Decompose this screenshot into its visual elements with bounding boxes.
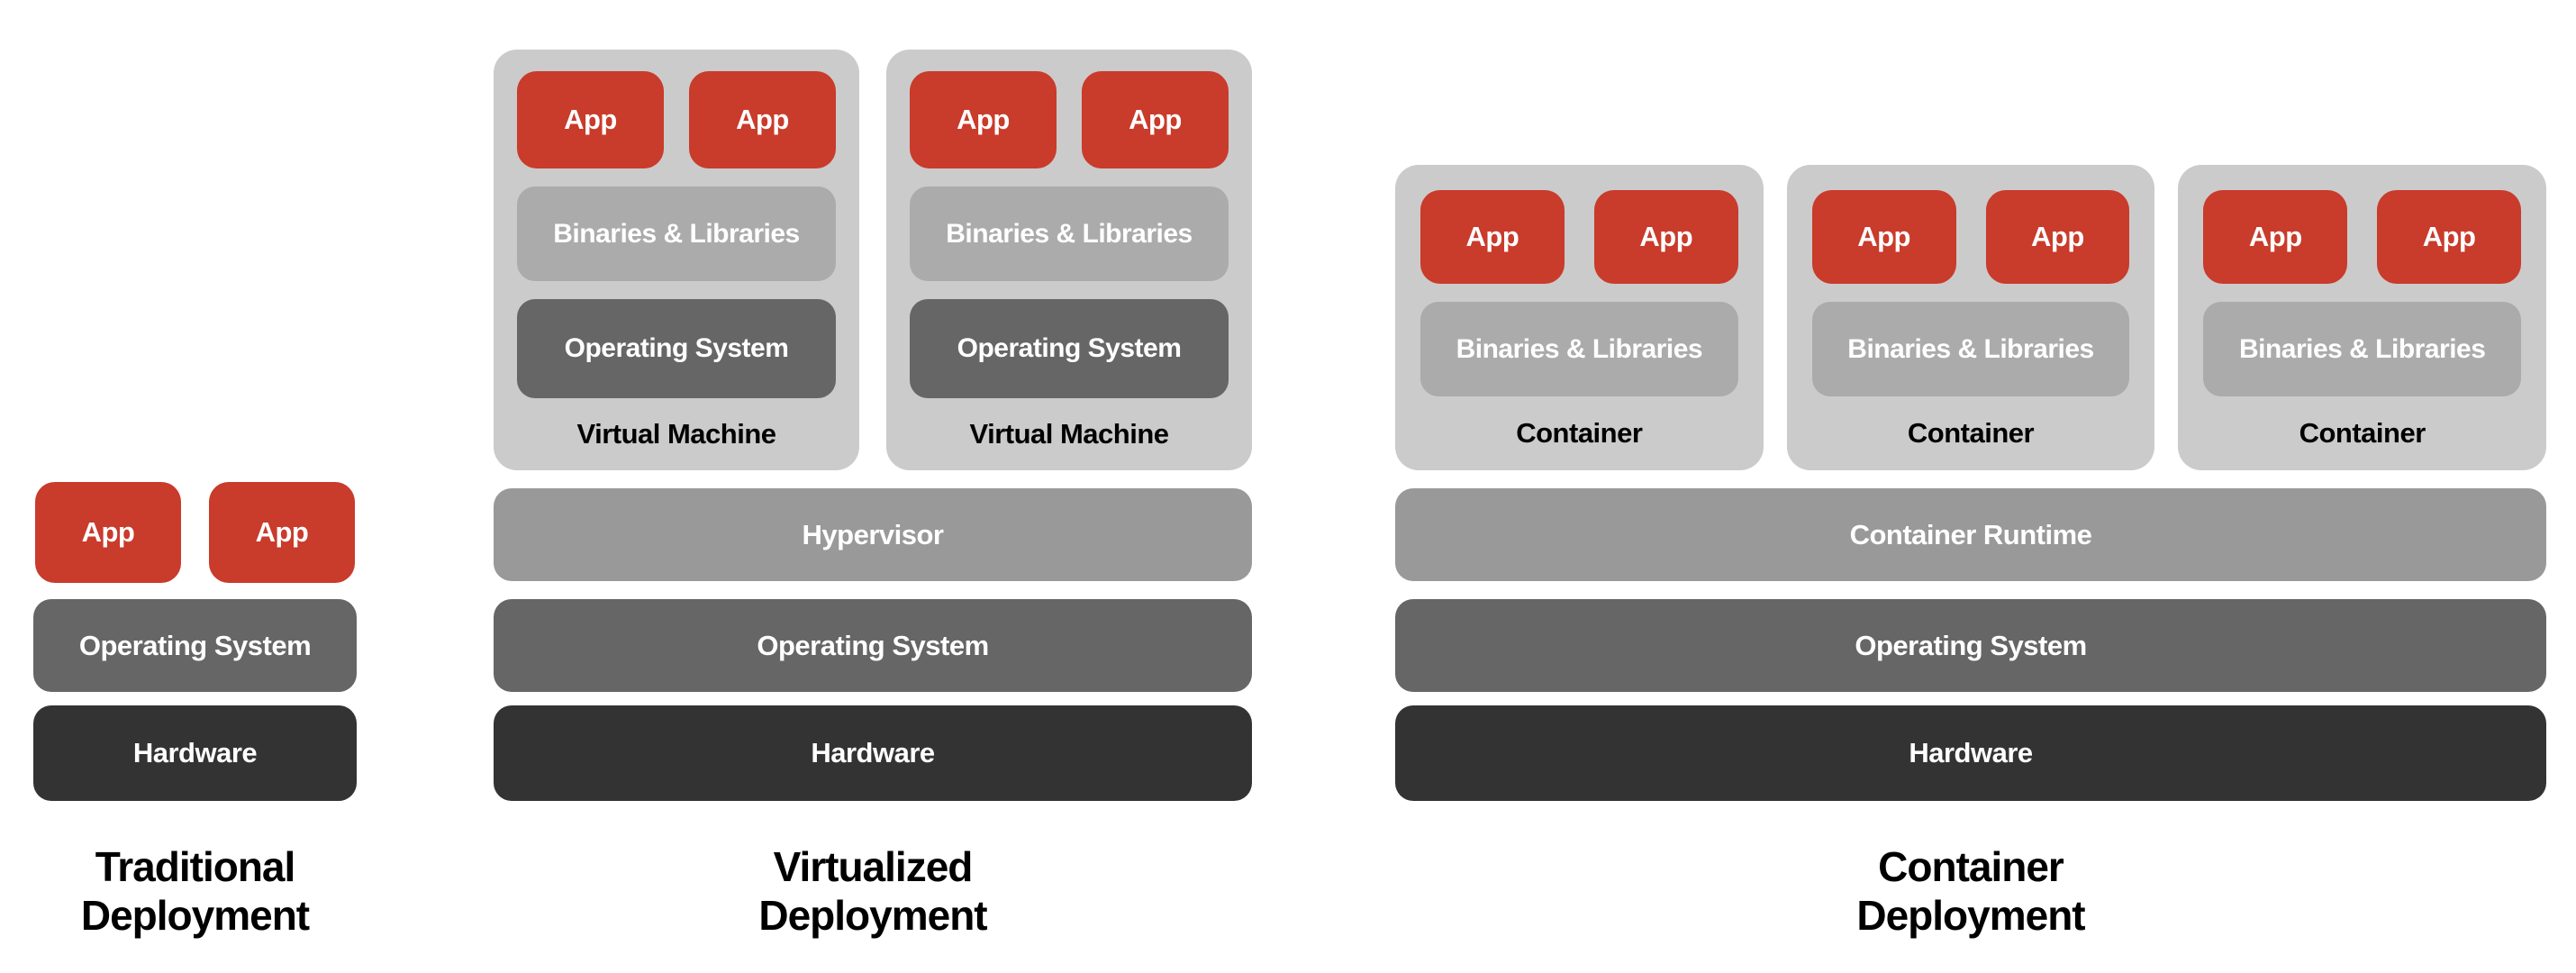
app-label: App xyxy=(564,104,617,135)
virtual-machine-card: App App Binaries & Libraries Operating S… xyxy=(494,50,859,470)
app-label: App xyxy=(2248,221,2302,252)
container-row: App App Binaries & Libraries Container A… xyxy=(1395,165,2547,470)
container-runtime-bar: Container Runtime xyxy=(1395,488,2546,581)
app-box: App xyxy=(1593,190,1738,284)
hardware-label: Hardware xyxy=(1909,737,2033,768)
column-title-traditional: Traditional Deployment xyxy=(80,843,310,939)
app-box: App xyxy=(209,482,355,583)
app-label: App xyxy=(957,104,1010,135)
container-label: Container xyxy=(1516,417,1643,449)
app-label: App xyxy=(1129,104,1182,135)
apps-row: App App xyxy=(517,71,836,168)
operating-system-label: Operating System xyxy=(757,629,989,661)
app-label: App xyxy=(1857,221,1910,252)
app-label: App xyxy=(736,104,789,135)
app-box: App xyxy=(1985,190,2130,284)
hardware-label: Hardware xyxy=(132,737,258,768)
operating-system-label: Operating System xyxy=(78,629,312,661)
container-card: App App Binaries & Libraries Container xyxy=(1395,165,1764,470)
operating-system-box: Operating System xyxy=(517,299,836,398)
operating-system-bar: Operating System xyxy=(1395,599,2546,692)
hardware-bar: Hardware xyxy=(33,705,357,801)
app-label: App xyxy=(81,516,135,548)
apps-row: App App xyxy=(910,71,1229,168)
apps-row: App App xyxy=(1420,190,1738,284)
app-label: App xyxy=(2031,221,2084,252)
container-label: Container xyxy=(2299,417,2426,449)
binaries-libraries-label: Binaries & Libraries xyxy=(553,218,800,249)
app-box: App xyxy=(689,71,836,168)
virtual-machine-label: Virtual Machine xyxy=(576,418,776,450)
hardware-bar: Hardware xyxy=(494,705,1252,801)
operating-system-label: Operating System xyxy=(564,333,789,363)
apps-row: App App xyxy=(1811,190,2130,284)
app-label: App xyxy=(2422,221,2476,252)
operating-system-bar: Operating System xyxy=(33,599,357,692)
hypervisor-bar: Hypervisor xyxy=(494,488,1252,581)
container-deployment-column: App App Binaries & Libraries Container A… xyxy=(1395,165,2547,940)
hardware-label: Hardware xyxy=(811,737,935,768)
app-box: App xyxy=(2203,190,2348,284)
apps-row: App App xyxy=(2203,190,2522,284)
operating-system-box: Operating System xyxy=(910,299,1229,398)
operating-system-bar: Operating System xyxy=(494,599,1252,692)
virtualized-deployment-column: App App Binaries & Libraries Operating S… xyxy=(494,50,1252,940)
app-box: App xyxy=(1811,190,1956,284)
app-label: App xyxy=(255,516,309,548)
app-label: App xyxy=(1639,221,1693,252)
app-box: App xyxy=(517,71,664,168)
binaries-libraries-label: Binaries & Libraries xyxy=(1456,333,1703,364)
container-card: App App Binaries & Libraries Container xyxy=(1786,165,2155,470)
binaries-libraries-label: Binaries & Libraries xyxy=(1847,333,2094,364)
app-box: App xyxy=(35,482,181,583)
traditional-deployment-column: App App Operating System Hardware Tradit… xyxy=(33,482,357,940)
binaries-libraries-box: Binaries & Libraries xyxy=(1420,302,1738,396)
binaries-libraries-box: Binaries & Libraries xyxy=(2203,302,2522,396)
hardware-bar: Hardware xyxy=(1395,705,2546,801)
virtual-machine-row: App App Binaries & Libraries Operating S… xyxy=(494,50,1252,470)
operating-system-label: Operating System xyxy=(1855,629,2087,661)
binaries-libraries-label: Binaries & Libraries xyxy=(946,218,1193,249)
binaries-libraries-box: Binaries & Libraries xyxy=(1811,302,2130,396)
binaries-libraries-box: Binaries & Libraries xyxy=(910,186,1229,281)
hypervisor-label: Hypervisor xyxy=(802,518,944,550)
app-box: App xyxy=(2377,190,2522,284)
binaries-libraries-box: Binaries & Libraries xyxy=(517,186,836,281)
apps-row: App App xyxy=(33,482,357,583)
virtual-machine-card: App App Binaries & Libraries Operating S… xyxy=(886,50,1252,470)
container-runtime-label: Container Runtime xyxy=(1849,518,2092,550)
virtual-machine-label: Virtual Machine xyxy=(969,418,1169,450)
app-label: App xyxy=(1465,221,1519,252)
container-label: Container xyxy=(1907,417,2035,449)
operating-system-label: Operating System xyxy=(957,333,1182,363)
app-box: App xyxy=(910,71,1057,168)
binaries-libraries-label: Binaries & Libraries xyxy=(2238,333,2486,364)
column-title-virtualized: Virtualized Deployment xyxy=(758,843,987,939)
container-card: App App Binaries & Libraries Container xyxy=(2178,165,2547,470)
app-box: App xyxy=(1082,71,1229,168)
column-title-container: Container Deployment xyxy=(1856,843,2085,939)
app-box: App xyxy=(1420,190,1565,284)
